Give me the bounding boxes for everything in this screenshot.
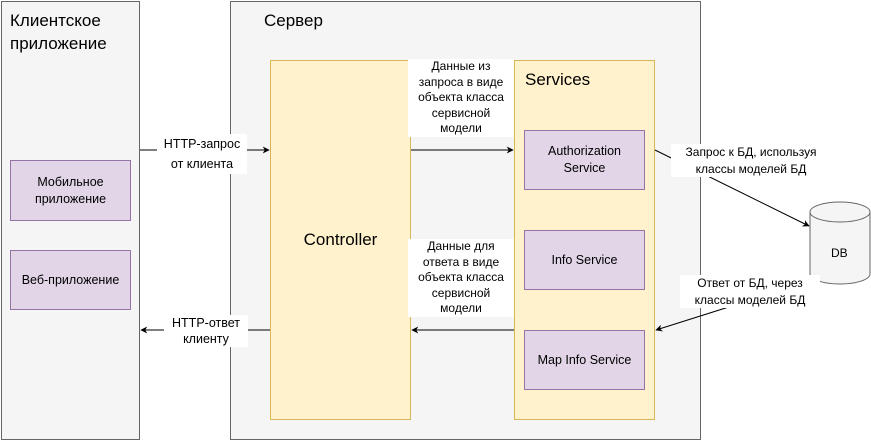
server-title: Сервер	[264, 11, 323, 30]
authorization-service-node: Authorization Service	[524, 130, 645, 190]
db-answer-label: Ответ от БД, через классы моделей БД	[680, 275, 820, 308]
map-info-service-node: Map Info Service	[524, 330, 645, 390]
mobile-app-node: Мобильное приложение	[10, 160, 131, 221]
http-response-label: HTTP-ответ клиенту	[164, 315, 248, 347]
request-data-label: Данные из запроса в виде объекта класса …	[408, 59, 514, 137]
controller-node: Controller	[270, 60, 411, 420]
http-request-label: HTTP-запрос от клиента	[157, 134, 247, 174]
client-app-title: Клиентское приложение	[10, 11, 107, 53]
db-query-label: Запрос к БД, используя классы моделей БД	[671, 144, 831, 177]
db-label: DB	[831, 246, 848, 260]
web-app-node: Веб-приложение	[10, 250, 131, 310]
db-cylinder	[809, 201, 871, 285]
services-title: Services	[525, 70, 591, 89]
controller-label: Controller	[303, 230, 378, 249]
info-service-node: Info Service	[524, 230, 645, 290]
response-data-label: Данные для ответа в виде объекта класса …	[408, 239, 514, 317]
